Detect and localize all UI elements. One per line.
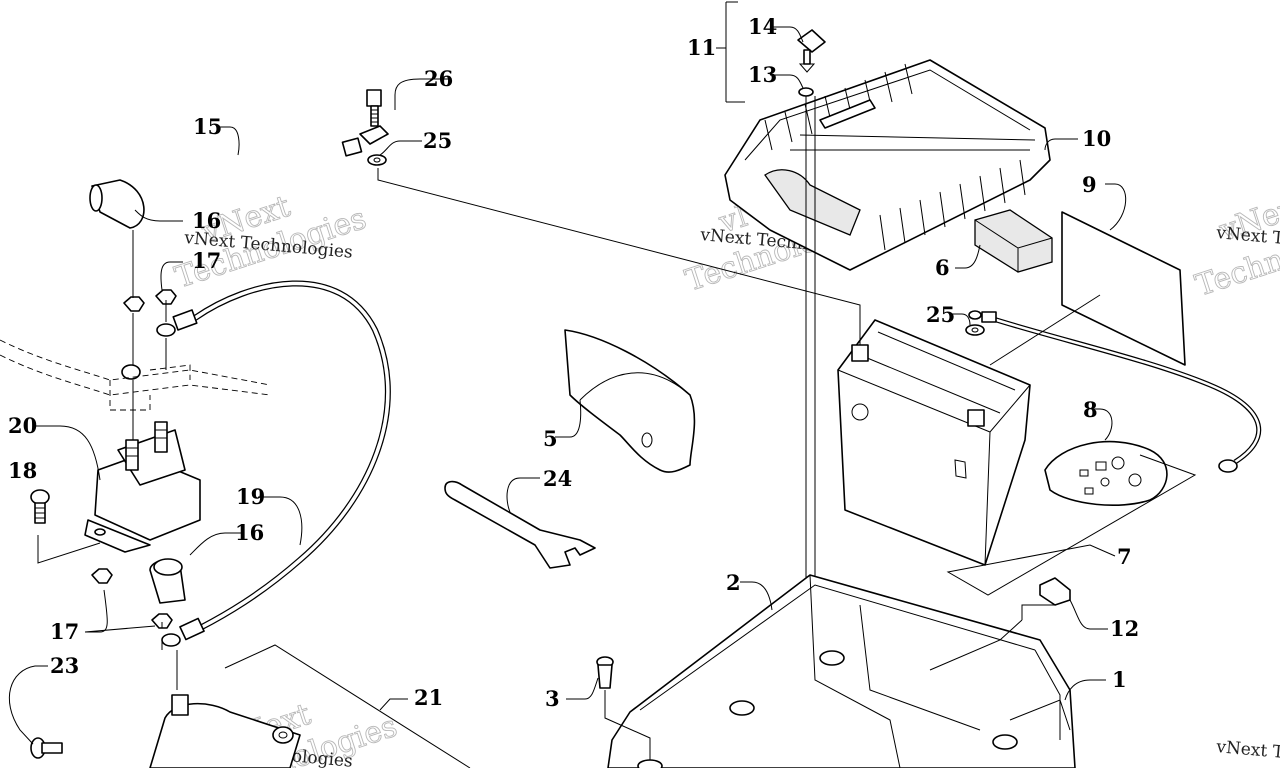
callout-16-upper: 16 [192, 208, 221, 233]
callout-8: 8 [1083, 397, 1098, 422]
part-battery-7 [837, 319, 1031, 566]
callout-24: 24 [543, 466, 572, 491]
callout-16-lower: 16 [235, 520, 264, 545]
callout-21: 21 [414, 685, 443, 710]
callout-9: 9 [1082, 172, 1097, 197]
part-cable-15 [22, 130, 363, 380]
callout-26: 26 [424, 66, 453, 91]
part-boot-16-lower [149, 558, 186, 604]
callout-6: 6 [935, 255, 950, 280]
callout-19: 19 [236, 484, 265, 509]
part-wrench-24 [444, 480, 596, 569]
callout-3: 3 [545, 686, 560, 711]
callout-10: 10 [1082, 126, 1111, 151]
watermark-5-text: vNext Te [1215, 737, 1280, 764]
part-star-washer-25-battery [965, 310, 985, 336]
part-cover-5 [564, 329, 696, 473]
callout-25-battery: 25 [926, 302, 955, 327]
part-screw-18 [30, 489, 50, 524]
part-push-pin-3 [596, 656, 614, 689]
part-bolt-26 [359, 89, 389, 145]
callout-17-lower: 17 [50, 619, 79, 644]
part-hardware-kit-8 [1044, 440, 1168, 506]
callout-15: 15 [193, 114, 222, 139]
part-battery-tray-1 [607, 574, 1076, 772]
part-nut-17-upper [123, 289, 177, 312]
part-clip-12 [1039, 577, 1071, 606]
callout-18: 18 [8, 458, 37, 483]
mounting-bracket-dashed [0, 339, 271, 411]
part-boot-16-upper [89, 179, 145, 229]
callout-labels: 1 2 3 5 6 7 8 9 10 11 12 13 14 15 16 16 … [8, 14, 1139, 711]
callout-14: 14 [748, 14, 777, 39]
callout-17-upper: 17 [192, 248, 221, 273]
callout-1: 1 [1112, 667, 1127, 692]
callout-2: 2 [726, 570, 741, 595]
callout-7: 7 [1117, 544, 1132, 569]
callout-13: 13 [748, 62, 777, 87]
part-star-washer-25 [367, 154, 387, 166]
callout-11: 11 [687, 35, 716, 60]
part-starter-21 [149, 694, 301, 769]
part-nut-17-lower [91, 568, 173, 629]
callout-12: 12 [1110, 616, 1139, 641]
callout-5: 5 [543, 426, 558, 451]
part-screw-23 [30, 737, 63, 759]
part-pad-9 [1061, 211, 1186, 366]
part-cable-19 [156, 280, 391, 647]
part-washer-13 [798, 87, 814, 97]
leader-lines [8, 1, 1197, 769]
callout-20: 20 [8, 413, 37, 438]
part-fastener-14 [797, 29, 826, 73]
callout-25-upper: 25 [423, 128, 452, 153]
part-cable-positive [981, 311, 1262, 473]
callout-23: 23 [50, 653, 79, 678]
part-solenoid-20 [84, 421, 201, 553]
part-foam-6 [974, 209, 1053, 273]
